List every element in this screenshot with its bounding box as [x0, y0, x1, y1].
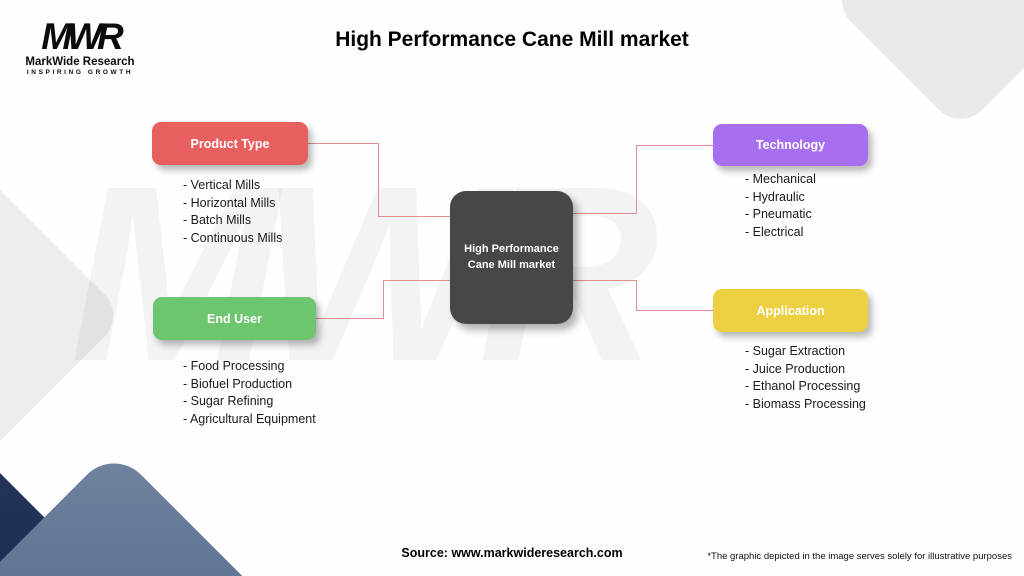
connector-technology-h2 [571, 213, 637, 214]
list-item: - Mechanical [745, 172, 816, 186]
connector-end-user-h1 [383, 280, 452, 281]
list-item: - Horizontal Mills [183, 195, 276, 210]
list-item: - Batch Mills [183, 213, 252, 227]
segment-label-end-user: End User [207, 311, 262, 326]
segment-list-product-type: - Vertical Mills - Horizontal Mills - Ba… [183, 177, 282, 247]
connector-application-h2 [636, 310, 714, 311]
segment-box-technology: Technology [713, 124, 868, 166]
connector-end-user-v [383, 280, 384, 319]
source-line: Source: www.markwideresearch.com [0, 546, 1024, 560]
center-node-label: High Performance Cane Mill market [464, 243, 559, 271]
segment-label-application: Application [756, 303, 825, 318]
segment-box-application: Application [713, 289, 868, 332]
logo-mwr-mark: MWR [41, 16, 123, 57]
list-item: - Vertical Mills [183, 178, 261, 192]
connector-product-type-h1 [307, 143, 379, 144]
connector-application-v [636, 280, 637, 311]
list-item: - Biomass Processing [745, 396, 866, 411]
segment-box-product-type: Product Type [152, 122, 308, 165]
connector-technology-v [636, 145, 637, 214]
segment-box-end-user: End User [153, 297, 316, 340]
connector-application-h1 [571, 280, 637, 281]
markwide-research-logo: MWR MarkWide Research INSPIRING GROWTH [20, 18, 140, 76]
list-item: - Hydraulic [745, 189, 805, 204]
segment-label-technology: Technology [755, 138, 826, 152]
logo-company-name: MarkWide Research [25, 56, 135, 68]
connector-product-type-v [378, 143, 379, 217]
segment-list-application: - Sugar Extraction - Juice Production - … [745, 343, 866, 413]
list-item: - Ethanol Processing [745, 379, 861, 393]
list-item: - Juice Production [745, 361, 846, 376]
list-item: - Food Processing [183, 359, 285, 373]
disclaimer-text: *The graphic depicted in the image serve… [707, 551, 1012, 562]
connector-product-type-h2 [378, 216, 452, 217]
list-item: - Biofuel Production [183, 376, 293, 391]
center-node: High Performance Cane Mill market [450, 191, 573, 324]
source-label: Source: [401, 546, 448, 560]
segment-label-product-type: Product Type [190, 136, 270, 151]
connector-technology-h1 [636, 145, 714, 146]
logo-tagline: INSPIRING GROWTH [26, 69, 134, 76]
source-url-link[interactable]: www.markwideresearch.com [451, 546, 623, 560]
list-item: - Electrical [745, 224, 804, 239]
segment-list-technology: - Mechanical - Hydraulic - Pneumatic - E… [745, 171, 816, 241]
list-item: - Pneumatic [745, 207, 812, 221]
list-item: - Sugar Refining [183, 394, 274, 408]
decorative-diamond-top-right [829, 0, 1024, 132]
list-item: - Sugar Extraction [745, 344, 846, 358]
page-title: High Performance Cane Mill market [335, 28, 689, 51]
list-item: - Continuous Mills [183, 230, 283, 245]
segment-list-end-user: - Food Processing - Biofuel Production -… [183, 358, 316, 428]
connector-end-user-h2 [315, 318, 384, 319]
list-item: - Agricultural Equipment [183, 411, 316, 426]
